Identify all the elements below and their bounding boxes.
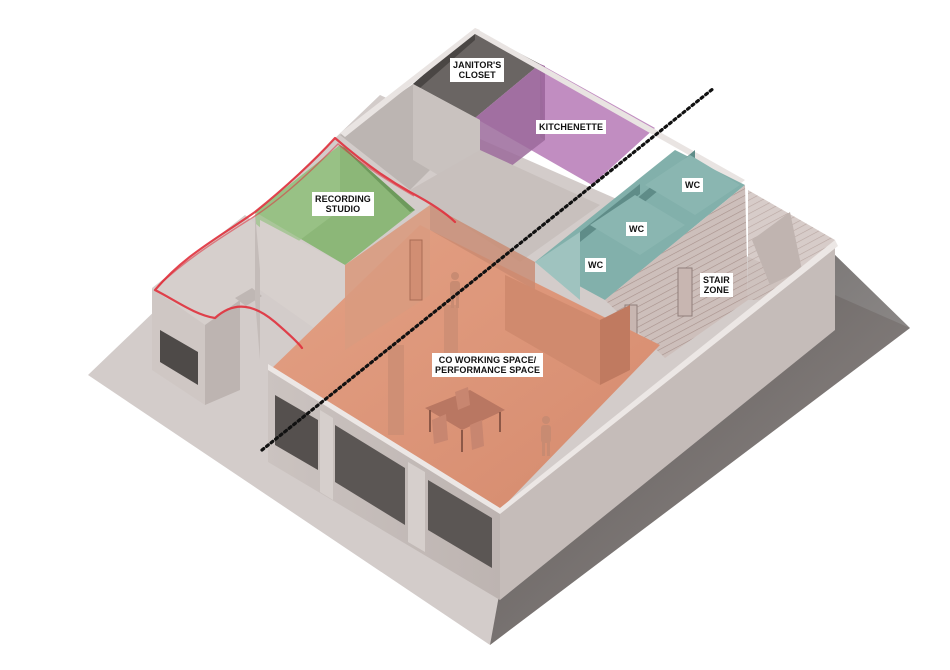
stair-zone-closet [752, 212, 802, 285]
stair-zone-wall [605, 185, 748, 358]
front-pillar-1 [320, 410, 333, 500]
coworking-space-label-line1: CO WORKING SPACE/ [438, 355, 537, 365]
recording-studio-label-line1: RECORDING [315, 194, 371, 204]
janitor-closet-label-line1: JANITOR'S [453, 60, 502, 70]
stair-zone-label: STAIR ZONE [700, 273, 733, 297]
recording-studio-back-wall [340, 145, 415, 212]
coworking-partition-side [600, 305, 630, 385]
coworking-back-wall-left [345, 205, 430, 350]
coworking-door [409, 239, 423, 301]
kitchenette-label: KITCHENETTE [536, 120, 607, 134]
section-cut-line [260, 86, 716, 452]
coworking-back-wall-right [430, 205, 535, 290]
front-pillar-2 [408, 462, 425, 552]
janitor-closet-label-line2: CLOSET [458, 70, 496, 80]
person-figure-1 [541, 416, 551, 456]
annex-window [160, 330, 198, 385]
studio-left-wall [255, 212, 260, 360]
right-wall-top [500, 240, 838, 514]
recording-studio-label: RECORDING STUDIO [312, 192, 374, 216]
coworking-space-label-line2: PERFORMANCE SPACE [435, 365, 541, 375]
recording-studio-highlight-outline-inner [157, 143, 415, 287]
stair-zone-label-line1: STAIR [703, 275, 730, 285]
wc-wall-1 [535, 232, 580, 300]
annex-side-wall [205, 300, 240, 405]
wc-label-3-text: WC [588, 260, 604, 270]
stair-zone-label-line2: ZONE [703, 285, 730, 295]
kitchenette-label-text: KITCHENETTE [539, 122, 604, 132]
corridor-floor [410, 150, 600, 262]
front-window-2 [335, 425, 405, 525]
front-window-3 [428, 480, 492, 568]
outer-wall-top-right [475, 28, 745, 184]
janitor-closet-label: JANITOR'S CLOSET [450, 58, 505, 82]
studio-inner-wall [260, 220, 345, 350]
stair-door-1 [677, 267, 693, 317]
coworking-space-label: CO WORKING SPACE/ PERFORMANCE SPACE [432, 353, 544, 377]
recording-studio-label-line2: STUDIO [325, 204, 361, 214]
coworking-table [425, 390, 505, 430]
front-wall-top [268, 364, 500, 514]
wc-label-1: WC [682, 178, 704, 192]
person-figure-2 [450, 272, 460, 308]
right-wall [500, 245, 835, 600]
wc-label-2-text: WC [629, 224, 645, 234]
wc-label-2: WC [626, 222, 648, 236]
wc-label-1-text: WC [685, 180, 701, 190]
wc-label-3: WC [585, 258, 607, 272]
chair-2 [470, 420, 484, 450]
chair-1 [432, 414, 448, 444]
outer-wall-top-left [340, 28, 480, 137]
recording-studio-highlight-outline [153, 136, 457, 350]
column-1 [388, 345, 404, 435]
coworking-partition [505, 275, 600, 385]
chair-3 [455, 387, 470, 410]
